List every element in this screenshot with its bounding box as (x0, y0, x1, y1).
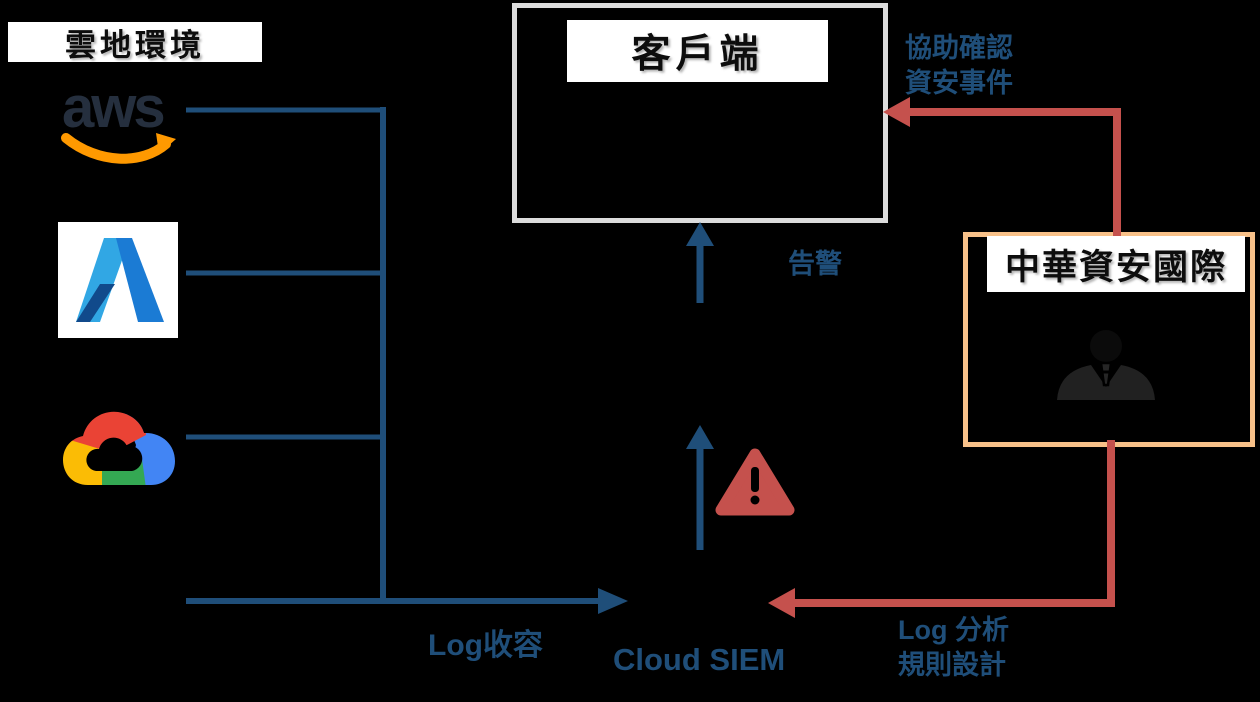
analysis-label-line2: 規則設計 (898, 650, 1006, 680)
alert-label: 告警 (788, 249, 842, 279)
cloud-env-header-label: 雲地環境 (65, 27, 205, 63)
client-box-label-plate: 客戶端 (567, 20, 828, 82)
client-box-label: 客戶端 (631, 33, 764, 76)
google-cloud-logo (60, 403, 178, 503)
vendor-box-label: 中華資安國際 (1004, 247, 1227, 287)
cloud-env-header: 雲地環境 (8, 22, 262, 63)
analysis-label-line1: Log 分析 (898, 615, 1009, 645)
aws-logo: aws (60, 76, 185, 172)
analysis-label: Log 分析 規則設計 (898, 613, 1009, 683)
alert-to-client-arrowhead (686, 222, 714, 246)
log-collection-label: Log收容 (428, 629, 543, 662)
analysis-arrow (792, 440, 1115, 607)
assist-arrow (906, 108, 1121, 236)
azure-logo (58, 222, 178, 338)
google-cloud-icon (63, 411, 175, 486)
analysis-arrowhead (768, 588, 795, 618)
siem-alert-arrowhead (686, 425, 714, 449)
assist-label-line2: 資安事件 (905, 68, 1013, 98)
assist-label-line1: 協助確認 (905, 33, 1013, 63)
person-silhouette-icon (1057, 330, 1155, 400)
log-ingest-arrowhead (598, 588, 628, 614)
aws-smile-arrow-icon (61, 133, 176, 164)
azure-a-icon (76, 238, 164, 322)
vendor-box-label-plate: 中華資安國際 (987, 236, 1245, 292)
warning-triangle-icon (715, 448, 795, 516)
aws-wordmark: aws (62, 75, 166, 140)
assist-label: 協助確認 資安事件 (905, 31, 1013, 101)
cloud-siem-label: Cloud SIEM (613, 642, 786, 677)
